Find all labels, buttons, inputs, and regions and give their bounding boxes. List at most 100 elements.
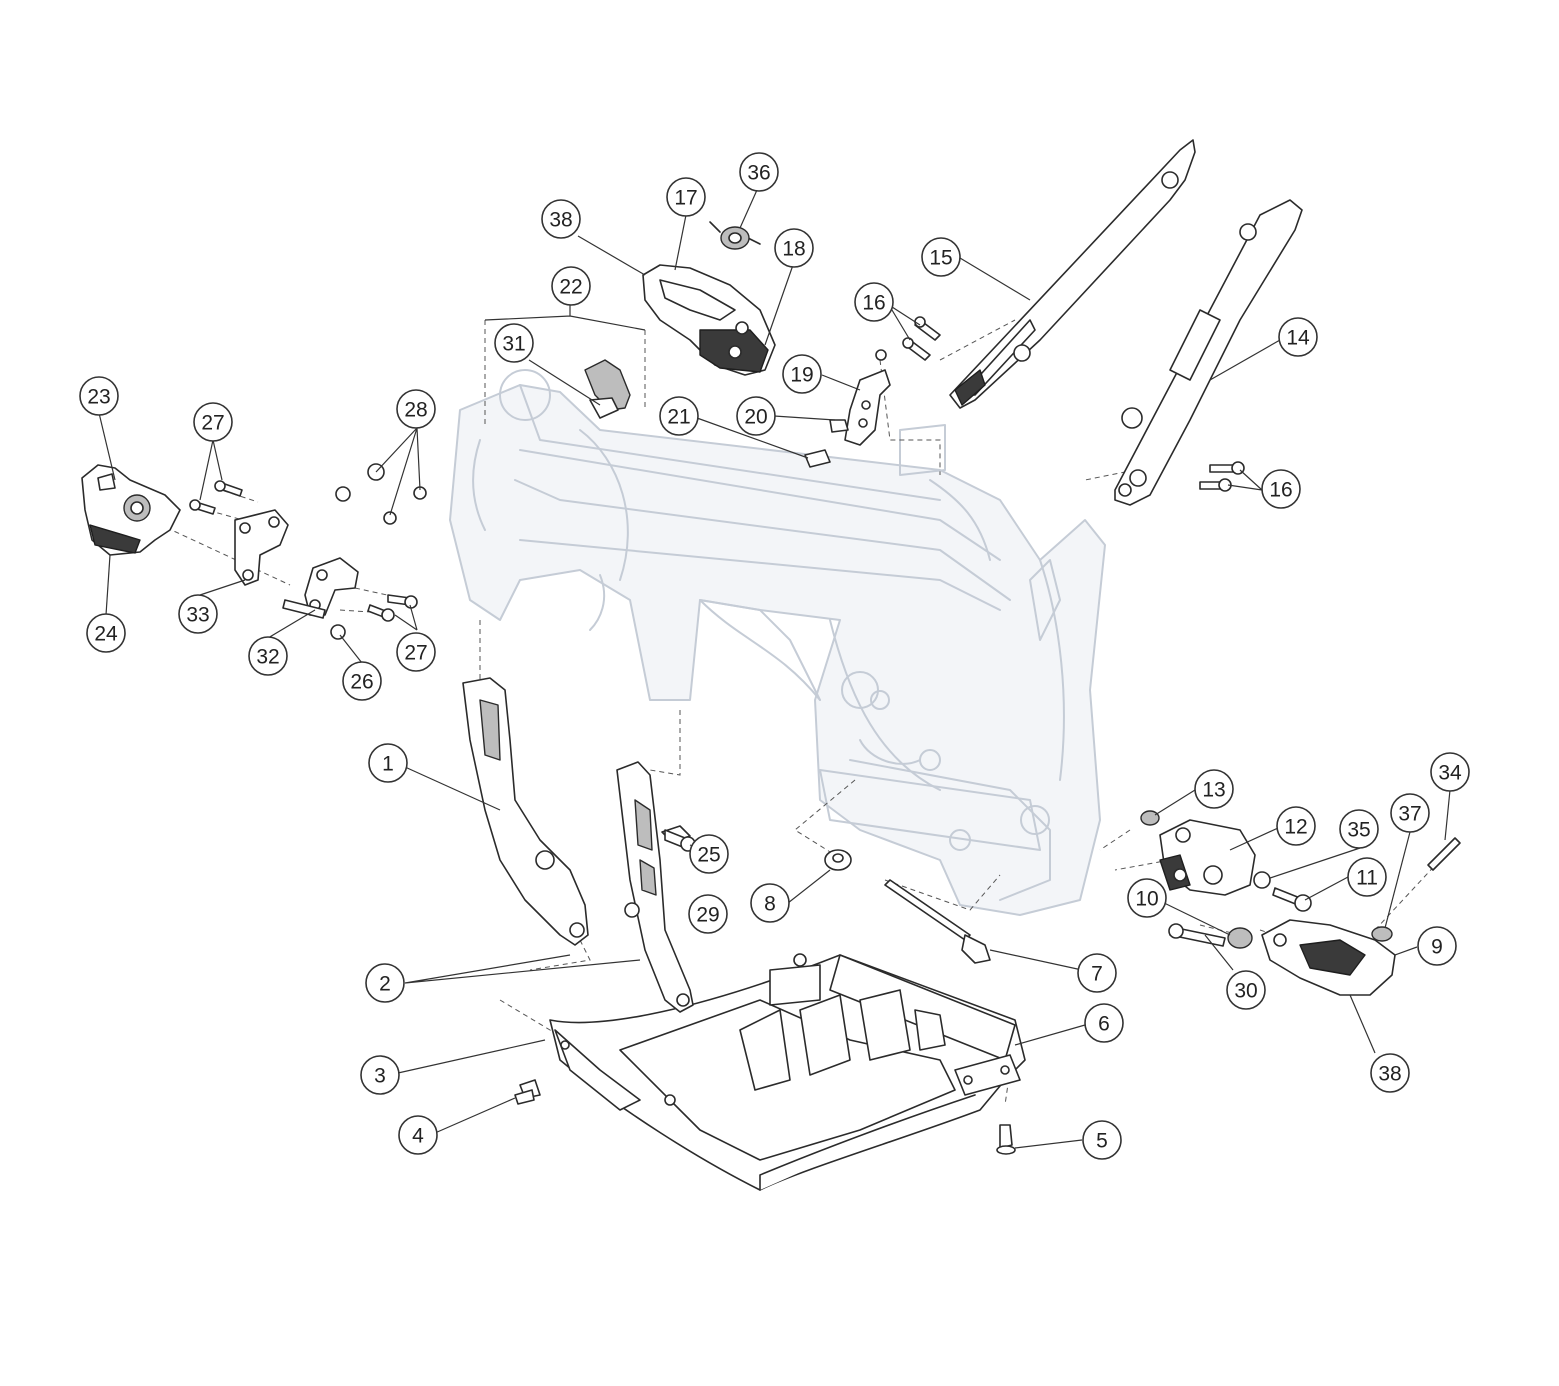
subframe-rail-15 [949, 139, 1196, 409]
footpeg-lower [1261, 919, 1396, 996]
callout-circle [1370, 1053, 1410, 1093]
callout-1: 1 [368, 743, 408, 783]
callout-circle [688, 894, 728, 934]
callout-circle [1077, 953, 1117, 993]
callout-33: 33 [178, 594, 218, 634]
spring-36 [709, 221, 761, 250]
callout-label: 25 [697, 844, 720, 867]
callout-label: 12 [1284, 816, 1307, 839]
callout-circle [551, 266, 591, 306]
callout-27: 27 [396, 632, 436, 672]
callout-label: 38 [1378, 1063, 1401, 1086]
callout-22: 22 [551, 266, 591, 306]
callout-16: 16 [854, 282, 894, 322]
skid-plate [549, 953, 1026, 1191]
guard-23 [81, 464, 181, 556]
callout-26: 26 [342, 661, 382, 701]
callout-31: 31 [494, 323, 534, 363]
callout-circle [1430, 752, 1470, 792]
callout-label: 19 [790, 364, 813, 387]
callout-3: 3 [360, 1055, 400, 1095]
callout-label: 33 [186, 604, 209, 627]
callout-label: 31 [502, 333, 525, 356]
callout-label: 18 [782, 238, 805, 261]
callout-38: 38 [541, 199, 581, 239]
callout-label: 17 [674, 187, 697, 210]
callout-9: 9 [1417, 926, 1457, 966]
callout-29: 29 [688, 894, 728, 934]
callout-19: 19 [782, 354, 822, 394]
callout-38: 38 [1370, 1053, 1410, 1093]
callout-circle [666, 177, 706, 217]
callout-circle [1339, 809, 1379, 849]
callout-11: 11 [1347, 857, 1387, 897]
frame-rail-right [616, 761, 694, 1013]
callout-5: 5 [1082, 1120, 1122, 1160]
callout-17: 17 [666, 177, 706, 217]
callout-label: 16 [1269, 479, 1292, 502]
bracket-33 [234, 509, 289, 586]
callout-circle [1390, 793, 1430, 833]
callout-label: 35 [1347, 819, 1370, 842]
callout-circle [1417, 926, 1457, 966]
callout-circle [360, 1055, 400, 1095]
bracket-32 [282, 557, 359, 619]
callout-label: 1 [382, 753, 394, 776]
callout-4: 4 [398, 1115, 438, 1155]
callout-34: 34 [1430, 752, 1470, 792]
callout-label: 28 [404, 399, 427, 422]
callout-label: 23 [87, 386, 110, 409]
callout-label: 27 [404, 642, 427, 665]
callout-circle [739, 152, 779, 192]
callout-21: 21 [659, 396, 699, 436]
callout-20: 20 [736, 396, 776, 436]
callout-7: 7 [1077, 953, 1117, 993]
callout-circle [774, 228, 814, 268]
callout-circle [736, 396, 776, 436]
nuts-28 [335, 463, 427, 525]
callout-label: 24 [94, 623, 118, 646]
frame-ghost [449, 369, 1106, 916]
callout-label: 11 [1356, 867, 1378, 890]
callout-label: 2 [379, 973, 391, 996]
callout-label: 38 [549, 209, 572, 232]
callout-label: 7 [1091, 963, 1103, 986]
callout-label: 8 [764, 893, 776, 916]
callout-label: 6 [1098, 1013, 1110, 1036]
callout-circle [368, 743, 408, 783]
callout-label: 29 [696, 904, 719, 927]
callout-circle [1226, 970, 1266, 1010]
callout-circle [1276, 806, 1316, 846]
callout-circle [396, 632, 436, 672]
callout-label: 9 [1431, 936, 1443, 959]
washer-8 [824, 849, 852, 871]
bolts-27-right [330, 594, 418, 640]
callout-label: 37 [1398, 803, 1421, 826]
bracket-19 [804, 349, 891, 468]
washer-13 [1140, 810, 1160, 826]
callout-circle [178, 594, 218, 634]
callout-15: 15 [921, 237, 961, 277]
callout-circle [854, 282, 894, 322]
callout-circle [750, 883, 790, 923]
callout-label: 36 [747, 162, 770, 185]
callout-28: 28 [396, 389, 436, 429]
callout-label: 27 [201, 412, 224, 435]
callout-label: 32 [256, 646, 279, 669]
callout-label: 14 [1286, 327, 1310, 350]
callout-25: 25 [689, 834, 729, 874]
callout-27: 27 [193, 402, 233, 442]
callout-circle [79, 376, 119, 416]
frame-rail-left [462, 677, 589, 946]
callout-circle [342, 661, 382, 701]
callout-circle [248, 636, 288, 676]
callout-label: 13 [1202, 779, 1225, 802]
callout-circle [86, 613, 126, 653]
callout-label: 10 [1135, 888, 1158, 911]
washer-35 [1253, 871, 1271, 889]
callout-37: 37 [1390, 793, 1430, 833]
callout-circle [1127, 878, 1167, 918]
callout-6: 6 [1084, 1003, 1124, 1043]
callout-circle [494, 323, 534, 363]
